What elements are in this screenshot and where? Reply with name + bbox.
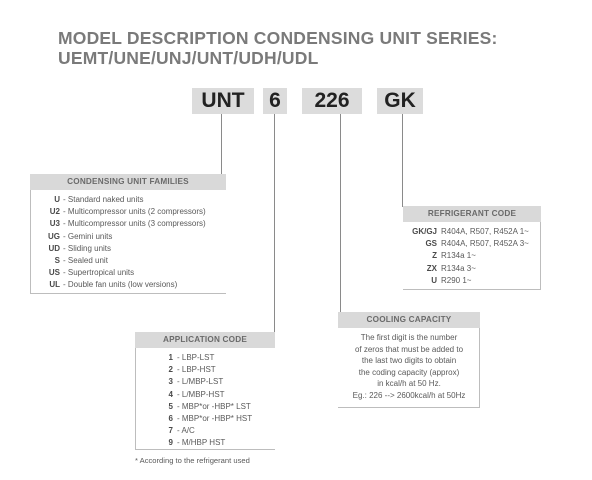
- families-body: [30, 190, 226, 294]
- code-part-refrigerant: GK: [377, 88, 423, 114]
- list-item: U2- Multicompressor units (2 compressors…: [49, 207, 206, 217]
- capacity-body: [338, 328, 480, 408]
- capacity-box: COOLING CAPACITY The first digit is the …: [338, 312, 480, 408]
- application-box: APPLICATION CODE 1- LBP-LST 2- LBP-HST 3…: [135, 332, 275, 450]
- capacity-heading: COOLING CAPACITY: [338, 312, 480, 328]
- list-item: 5- MBP*or -HBP* LST: [168, 401, 251, 411]
- title-line-2: UEMT/UNE/UNJ/UNT/UDH/UDL: [58, 48, 319, 68]
- code-part-capacity: 226: [302, 88, 362, 114]
- list-item: 1- LBP-LST: [168, 353, 215, 362]
- families-list: U- Standard naked units U2- Multicompres…: [42, 194, 206, 292]
- refrigerant-body: [403, 222, 541, 290]
- application-list: 1- LBP-LST 2- LBP-HST 3- L/MBP-LST 4- L/…: [163, 352, 253, 450]
- list-item: 6- MBP*or -HBP* HST: [168, 414, 253, 424]
- list-item: UG- Gemini units: [48, 231, 113, 241]
- list-item: 4- L/MBP-HST: [168, 389, 225, 399]
- list-item: 3- L/MBP-LST: [168, 377, 224, 387]
- connector-capacity: [340, 114, 341, 314]
- list-item: US- Supertropical units: [48, 268, 135, 278]
- refrigerant-heading: REFRIGERANT CODE: [403, 206, 541, 222]
- list-item: S- Sealed unit: [54, 256, 108, 266]
- application-heading: APPLICATION CODE: [135, 332, 275, 348]
- list-item: UL- Double fan units (low versions): [49, 280, 178, 290]
- connector-application: [274, 114, 275, 332]
- families-box: CONDENSING UNIT FAMILIES U- Standard nak…: [30, 174, 226, 294]
- list-item: UD- Sliding units: [48, 243, 112, 253]
- capacity-description: The first digit is the number of zeros t…: [352, 333, 466, 400]
- application-body: [135, 348, 275, 450]
- connector-family-vertical: [221, 114, 222, 178]
- list-item: 7- A/C: [168, 426, 195, 436]
- footnote: * According to the refrigerant used: [135, 456, 250, 465]
- list-item: U- Standard naked units: [54, 195, 144, 204]
- list-item: 2- LBP-HST: [168, 365, 216, 375]
- code-part-family: UNT: [192, 88, 254, 114]
- title-line-1: MODEL DESCRIPTION CONDENSING UNIT SERIES…: [58, 28, 498, 48]
- connector-refrigerant-vertical: [402, 114, 403, 206]
- page-title: MODEL DESCRIPTION CONDENSING UNIT SERIES…: [58, 28, 498, 68]
- list-item: 9- M/HBP HST: [168, 438, 226, 448]
- families-heading: CONDENSING UNIT FAMILIES: [30, 174, 226, 190]
- code-part-application: 6: [263, 88, 287, 114]
- list-item: U3- Multicompressor units (3 compressors…: [49, 219, 206, 229]
